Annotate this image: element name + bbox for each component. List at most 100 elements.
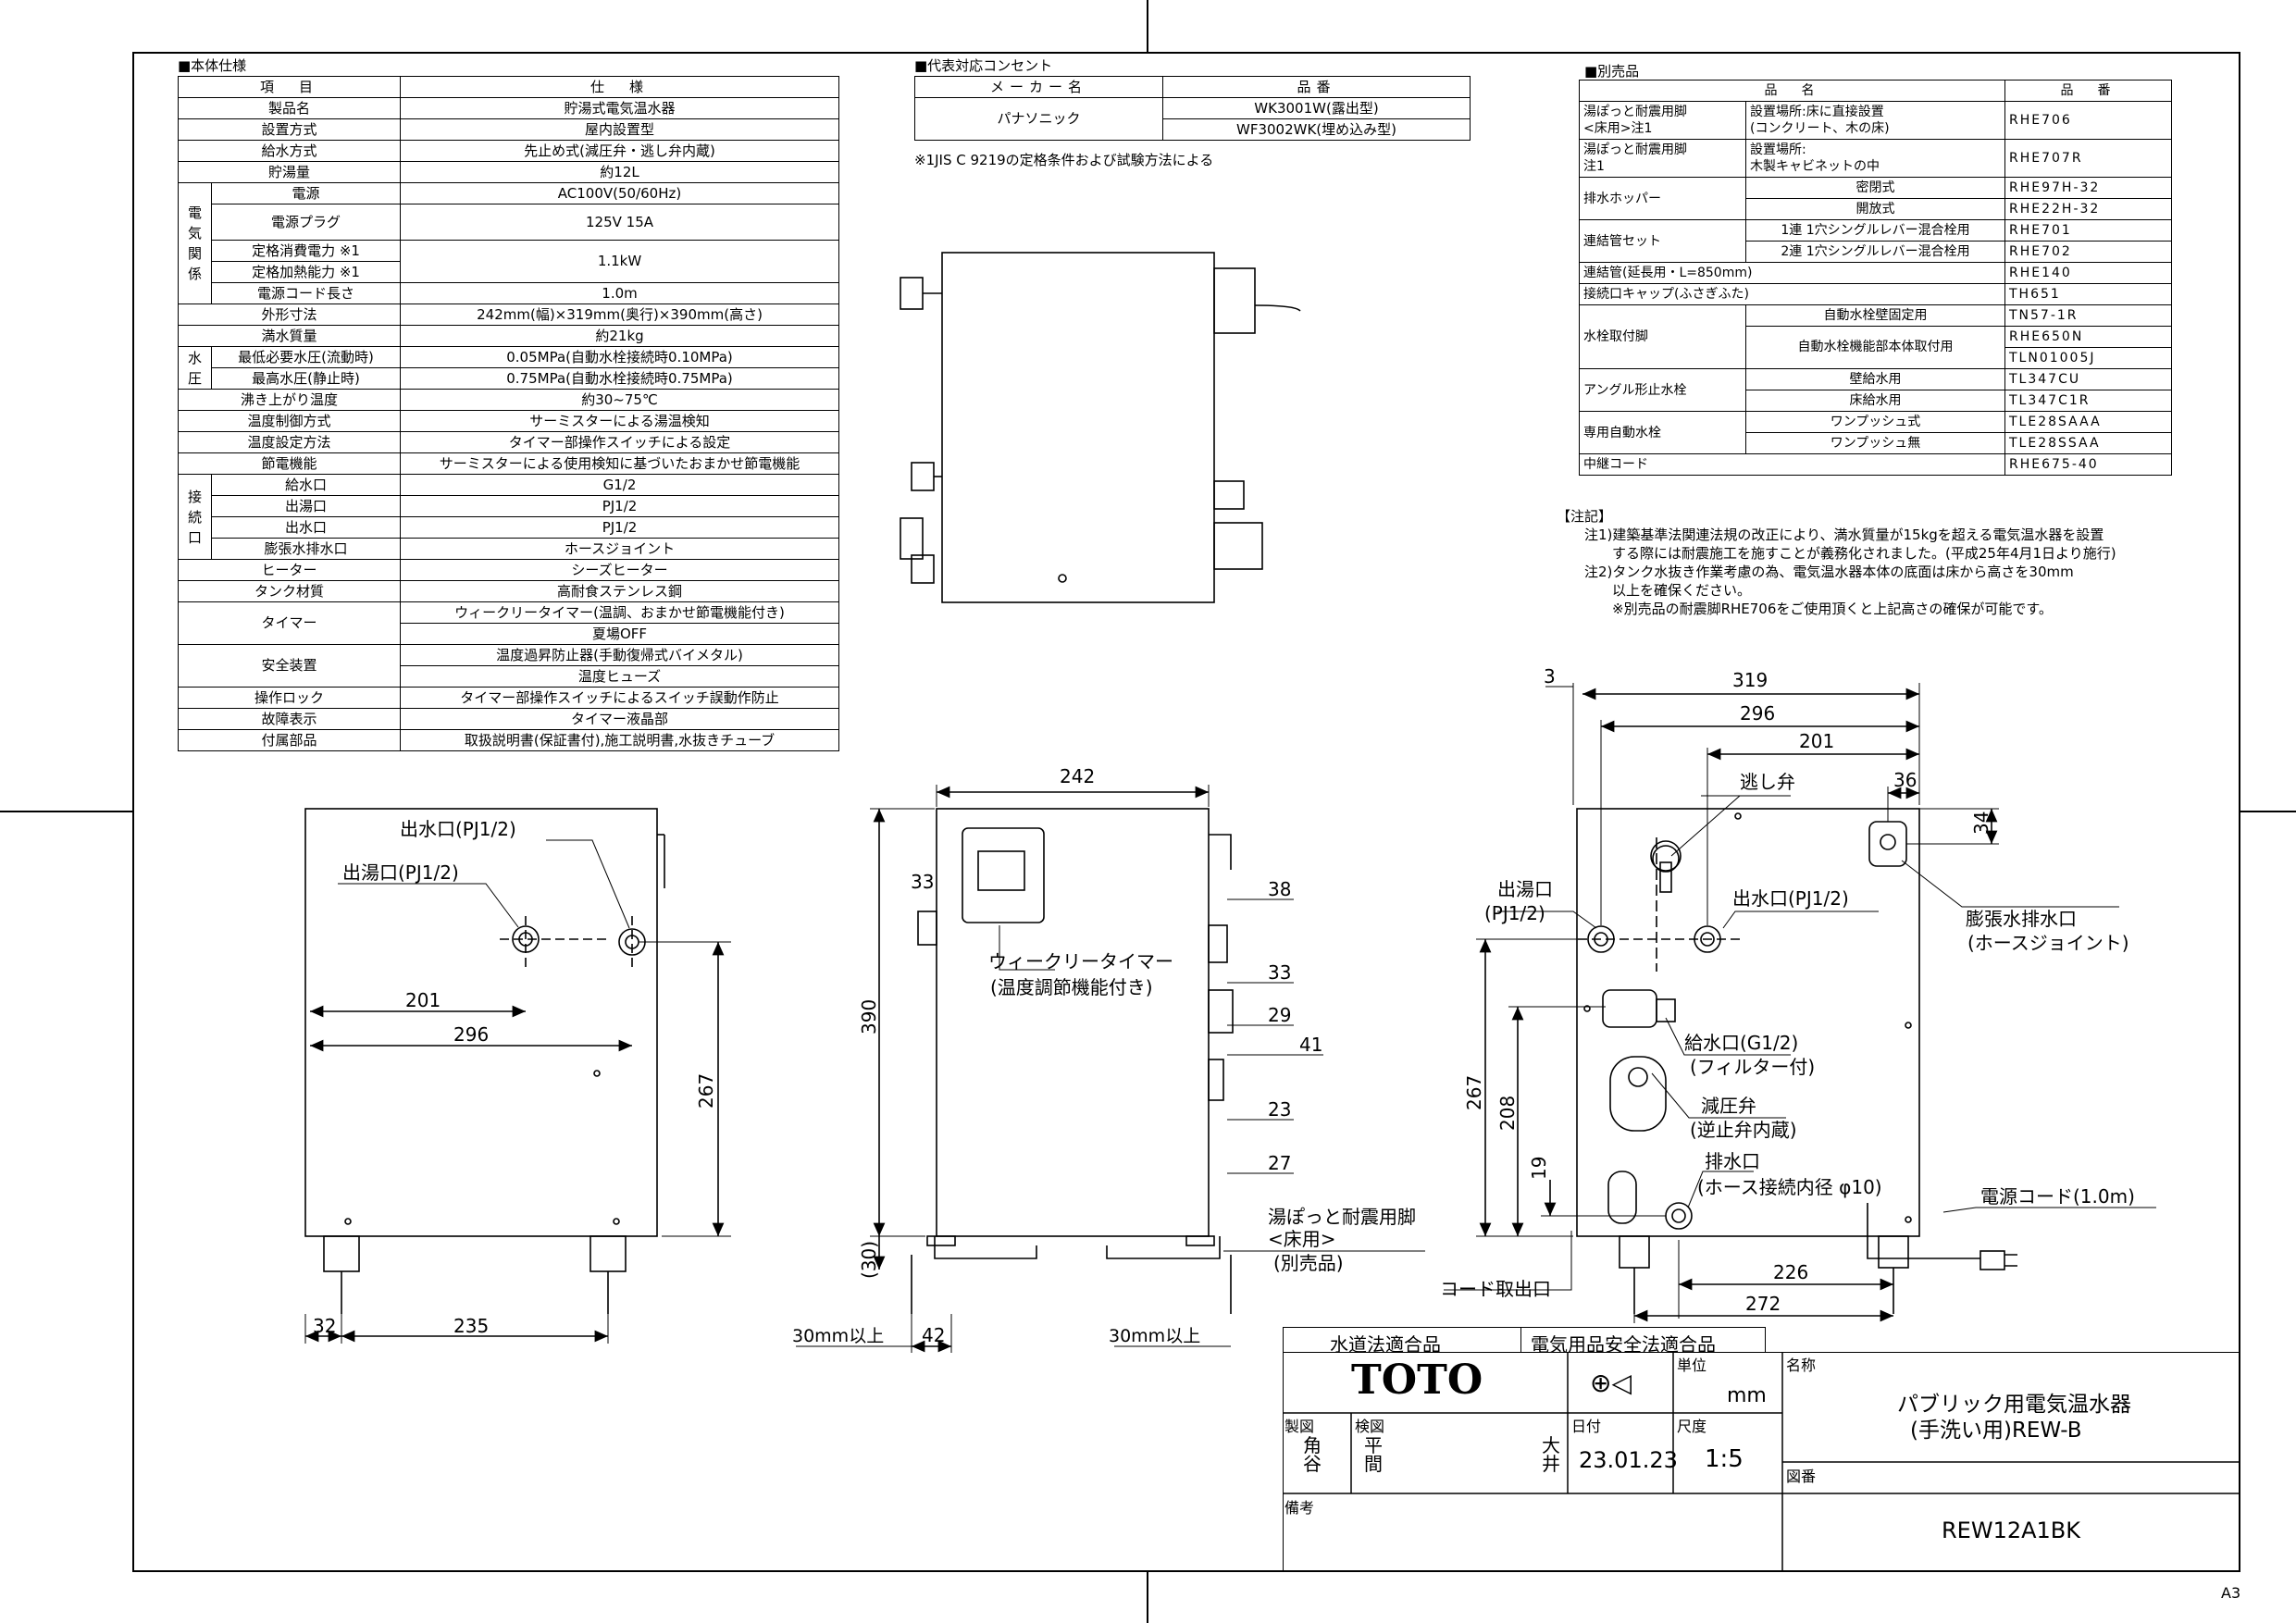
- main-spec-item: 操作ロック: [177, 687, 402, 709]
- drawing-no-label: 図番: [1786, 1468, 1817, 1485]
- option-name: 中継コード: [1579, 453, 2005, 476]
- sheet-size: A3: [2221, 1584, 2241, 1602]
- main-spec-row: 貯湯量約12L: [177, 161, 840, 183]
- note-line: ※別売品の耐震脚RHE706をご使用頂くと上記高さの確保が可能です。: [1584, 601, 2053, 617]
- main-spec-item: ヒーター: [177, 559, 402, 581]
- main-spec-group: 接 続 口: [178, 474, 212, 560]
- dim-text: 235: [453, 1315, 489, 1337]
- main-spec-value: タイマー部操作スイッチによるスイッチ誤動作防止: [400, 687, 840, 709]
- option-name: 連結管セット: [1579, 219, 1746, 263]
- dim-text: 41: [1299, 1034, 1322, 1056]
- back-label-cord-exit: コード取出口: [1440, 1278, 1551, 1300]
- dim-text: 19: [1528, 1157, 1550, 1180]
- main-spec-item: 電源: [210, 182, 402, 204]
- main-spec-row: 安全装置温度過昇防止器(手動復帰式バイメタル): [177, 644, 840, 688]
- dim-text: 296: [1740, 702, 1775, 725]
- dim-text: 267: [695, 1073, 717, 1109]
- drawing-number: REW12A1BK: [1942, 1518, 2080, 1543]
- option-detail: 開放式: [1745, 198, 2005, 220]
- dim-text: 319: [1732, 669, 1768, 691]
- dim-text: 33: [911, 871, 934, 893]
- checked-by: 平 間: [1364, 1434, 1383, 1475]
- main-spec-value: AC100V(50/60Hz): [400, 182, 840, 204]
- note-line: 以上を確保ください。: [1584, 582, 1752, 599]
- main-spec-row: 沸き上がり温度約30~75℃: [177, 389, 840, 411]
- outlet-part: WF3002WK(埋め込み型): [1162, 118, 1471, 141]
- dim-text: 36: [1893, 769, 1917, 791]
- main-spec-value: PJ1/2: [400, 495, 840, 517]
- main-spec-row: 温度制御方式サーミスターによる湯温検知: [177, 410, 840, 432]
- option-part-number: TL347CU: [2004, 368, 2172, 390]
- dim-text: 390: [858, 999, 880, 1035]
- dim-text: 296: [453, 1023, 489, 1046]
- outlet-part: WK3001W(露出型): [1162, 97, 1471, 119]
- option-part-number: RHE140: [2004, 262, 2172, 284]
- option-part-number: TN57-1R: [2004, 304, 2172, 327]
- outlet-spec-title: ■代表対応コンセント: [914, 57, 1053, 74]
- notes-title: 【注記】: [1557, 508, 1613, 525]
- main-spec-item: 設置方式: [177, 118, 402, 141]
- dim-text: 3: [1544, 665, 1556, 688]
- unit-label: 単位: [1677, 1357, 1707, 1374]
- back-label-hot-outlet-sub: (PJ1/2): [1484, 902, 1545, 924]
- back-view: [1444, 683, 2156, 1323]
- dim-text: 226: [1773, 1261, 1808, 1283]
- scale-label: 尺度: [1677, 1418, 1707, 1435]
- side-label-clearance: 30mm以上: [1109, 1326, 1200, 1346]
- main-spec-row: タンク材質高耐食ステンレス鋼: [177, 580, 840, 602]
- dim-text: 272: [1745, 1293, 1781, 1315]
- option-part-number: RHE702: [2004, 241, 2172, 263]
- option-name: 接続口キャップ(ふさぎふた): [1579, 283, 2005, 305]
- option-part-number: RHE701: [2004, 219, 2172, 242]
- option-part-number: RHE22H-32: [2004, 198, 2172, 220]
- note-line: 注2)タンク水抜き作業考慮の為、電気温水器本体の底面は床から高さを30mm: [1584, 564, 2074, 580]
- dim-text: 201: [1799, 730, 1834, 752]
- back-label-hot-outlet: 出湯口: [1497, 878, 1553, 900]
- outlet-header-part: 品番: [1162, 76, 1471, 98]
- unit-value: mm: [1727, 1384, 1767, 1407]
- side-label-timer-sub: (温度調節機能付き): [990, 976, 1153, 998]
- main-spec-row: 温度ヒューズ: [179, 665, 840, 688]
- main-spec-group: 水 圧: [178, 346, 212, 390]
- dim-text: 242: [1060, 765, 1095, 787]
- main-spec-item: 給水方式: [177, 140, 402, 162]
- dim-text: 34: [1970, 812, 1992, 835]
- remarks-label: 備考: [1285, 1499, 1315, 1517]
- dim-text: 38: [1268, 878, 1291, 900]
- main-spec-group: 電 気 関 係: [178, 182, 212, 304]
- brand-logo: TOTO: [1351, 1357, 1483, 1404]
- main-spec-item: タイマー: [177, 601, 402, 645]
- option-detail: 自動水栓壁固定用: [1745, 304, 2005, 327]
- main-spec-value: 温度ヒューズ: [400, 665, 840, 688]
- approved-by: 大 井: [1542, 1434, 1560, 1475]
- main-spec-item: 膨張水排水口: [210, 538, 402, 560]
- main-spec-value: 125V 15A: [400, 204, 840, 241]
- dim-text: 201: [405, 989, 441, 1011]
- dim-text: 29: [1268, 1004, 1291, 1026]
- option-part-number: TLE28SAAA: [2004, 411, 2172, 433]
- main-spec-value: 先止め式(減圧弁・逃し弁内蔵): [400, 140, 840, 162]
- back-label-expansion-sub: (ホースジョイント): [1967, 932, 2129, 954]
- main-spec-row: 付属部品取扱説明書(保証書付),施工説明書,水抜きチューブ: [177, 729, 840, 751]
- option-name: 湯ぽっと耐震用脚 注1: [1579, 139, 1746, 178]
- scale-value: 1:5: [1705, 1445, 1744, 1473]
- side-view: [796, 785, 1425, 1353]
- projection-symbol-icon: ⊕◁: [1590, 1368, 1632, 1398]
- options-title: ■別売品: [1584, 63, 1640, 80]
- main-spec-item: 満水質量: [177, 325, 402, 347]
- main-spec-row: ヒーターシーズヒーター: [177, 559, 840, 581]
- front-label-outlet: 出水口(PJ1/2): [400, 818, 516, 840]
- main-spec-item: 出湯口: [210, 495, 402, 517]
- main-spec-item: 電源プラグ: [210, 204, 402, 241]
- dim-text: 32: [313, 1315, 336, 1337]
